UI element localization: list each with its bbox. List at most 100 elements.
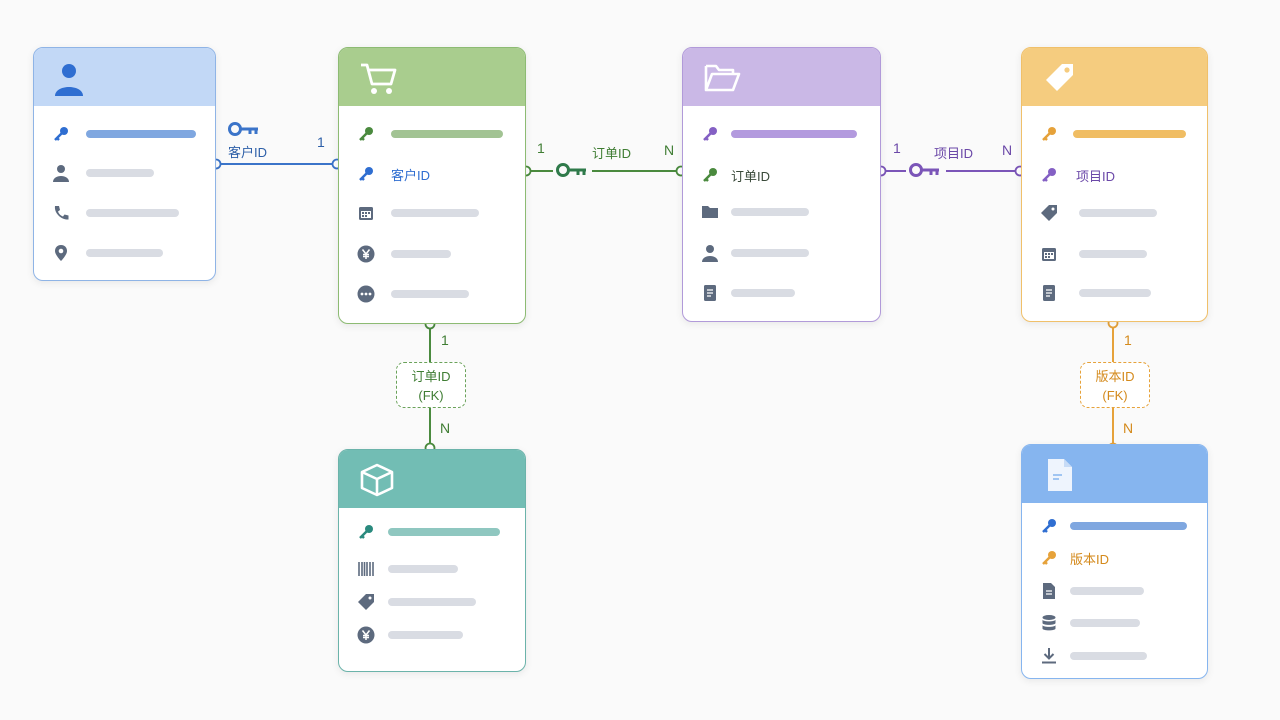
field-row[interactable]	[1022, 122, 1207, 146]
field-row[interactable]	[1022, 514, 1207, 538]
field-row[interactable]	[1022, 579, 1207, 603]
entity-card-document[interactable]: 版本ID	[1021, 444, 1208, 679]
field-row[interactable]	[339, 520, 525, 544]
cardinality-label: 1	[317, 134, 325, 150]
key-icon	[909, 163, 939, 177]
entity-card-order-item[interactable]: 订单ID	[682, 47, 881, 322]
field-placeholder-bar	[391, 250, 451, 258]
field-row[interactable]	[683, 281, 880, 305]
key-icon	[228, 122, 258, 136]
field-row[interactable]	[339, 122, 525, 146]
download-icon	[1042, 648, 1056, 664]
key-icon	[703, 168, 717, 182]
relation-label: 项目ID	[934, 146, 974, 161]
calendar-icon	[1042, 248, 1056, 261]
field-row[interactable]	[339, 590, 525, 614]
key-icon	[703, 127, 717, 141]
fk-label: 订单ID	[411, 369, 451, 384]
foreign-key-box: 订单ID (FK)	[396, 362, 466, 408]
field-row[interactable]	[339, 242, 525, 266]
field-placeholder-bar	[1079, 250, 1147, 258]
document-icon	[1043, 285, 1055, 301]
entity-card-order[interactable]: 客户ID	[338, 47, 526, 324]
field-row-fk[interactable]: 客户ID	[339, 162, 525, 186]
key-icon	[1042, 551, 1056, 565]
field-row-fk[interactable]: 项目ID	[1022, 163, 1207, 187]
location-pin-icon	[55, 245, 67, 261]
foreign-key-label: 订单ID	[731, 169, 771, 184]
field-placeholder-bar	[391, 290, 469, 298]
person-icon	[55, 64, 83, 96]
field-row[interactable]	[683, 241, 880, 265]
card-header	[339, 450, 525, 508]
relation-label: 订单ID	[592, 146, 632, 161]
fk-tag: (FK)	[418, 388, 444, 403]
field-placeholder-bar	[1079, 209, 1157, 217]
foreign-key-label: 项目ID	[1076, 169, 1116, 184]
cardinality-label: 1	[441, 332, 449, 348]
field-row[interactable]	[339, 201, 525, 225]
tag-icon	[358, 594, 374, 610]
field-row-fk[interactable]: 订单ID	[683, 163, 880, 187]
field-row[interactable]	[683, 200, 880, 224]
field-placeholder-bar	[391, 130, 503, 138]
relation-label: 客户ID	[228, 145, 268, 160]
field-row[interactable]	[339, 557, 525, 581]
field-row[interactable]	[34, 122, 215, 146]
field-placeholder-bar	[1070, 587, 1144, 595]
document-icon	[1048, 459, 1072, 491]
key-icon	[54, 127, 68, 141]
field-placeholder-bar	[391, 209, 479, 217]
key-icon	[556, 163, 586, 177]
card-header	[1022, 48, 1207, 106]
tag-icon	[1046, 64, 1073, 91]
field-row[interactable]	[1022, 281, 1207, 305]
field-placeholder-bar	[388, 631, 463, 639]
field-placeholder-bar	[731, 249, 809, 257]
field-placeholder-bar	[86, 249, 163, 257]
foreign-key-label: 版本ID	[1070, 552, 1110, 567]
entity-card-product[interactable]	[338, 449, 526, 672]
field-placeholder-bar	[1073, 130, 1186, 138]
cardinality-label: 1	[537, 140, 545, 156]
card-header	[683, 48, 880, 106]
phone-icon	[54, 206, 69, 220]
field-placeholder-bar	[86, 130, 196, 138]
field-row[interactable]	[339, 282, 525, 306]
yen-icon	[357, 626, 375, 644]
field-row[interactable]	[34, 201, 215, 225]
foreign-key-label: 客户ID	[391, 168, 431, 183]
cardinality-label: 1	[893, 140, 901, 156]
field-row[interactable]	[1022, 201, 1207, 225]
file-icon	[1043, 583, 1055, 599]
entity-card-customer[interactable]	[33, 47, 216, 281]
foreign-key-box: 版本ID (FK)	[1080, 362, 1150, 408]
field-placeholder-bar	[731, 289, 795, 297]
field-row[interactable]	[34, 161, 215, 185]
field-placeholder-bar	[1070, 522, 1187, 530]
field-row-fk[interactable]: 版本ID	[1022, 546, 1207, 570]
field-row[interactable]	[34, 241, 215, 265]
card-header	[1022, 445, 1207, 503]
field-row[interactable]	[1022, 611, 1207, 635]
field-row[interactable]	[1022, 242, 1207, 266]
barcode-icon	[358, 562, 374, 576]
field-placeholder-bar	[86, 169, 154, 177]
cardinality-label: N	[440, 420, 451, 436]
key-icon	[359, 525, 373, 539]
field-row[interactable]	[1022, 644, 1207, 668]
card-header	[339, 48, 525, 106]
database-icon	[1042, 615, 1056, 631]
field-row[interactable]	[339, 623, 525, 647]
field-row[interactable]	[683, 122, 880, 146]
entity-card-project[interactable]: 项目ID	[1021, 47, 1208, 322]
key-icon	[1042, 168, 1056, 182]
card-header	[34, 48, 215, 106]
field-placeholder-bar	[86, 209, 179, 217]
field-placeholder-bar	[731, 130, 857, 138]
field-placeholder-bar	[1070, 652, 1147, 660]
fk-tag: (FK)	[1102, 388, 1128, 403]
person-icon	[702, 245, 718, 262]
key-icon	[359, 167, 373, 181]
folder-open-icon	[704, 64, 741, 92]
